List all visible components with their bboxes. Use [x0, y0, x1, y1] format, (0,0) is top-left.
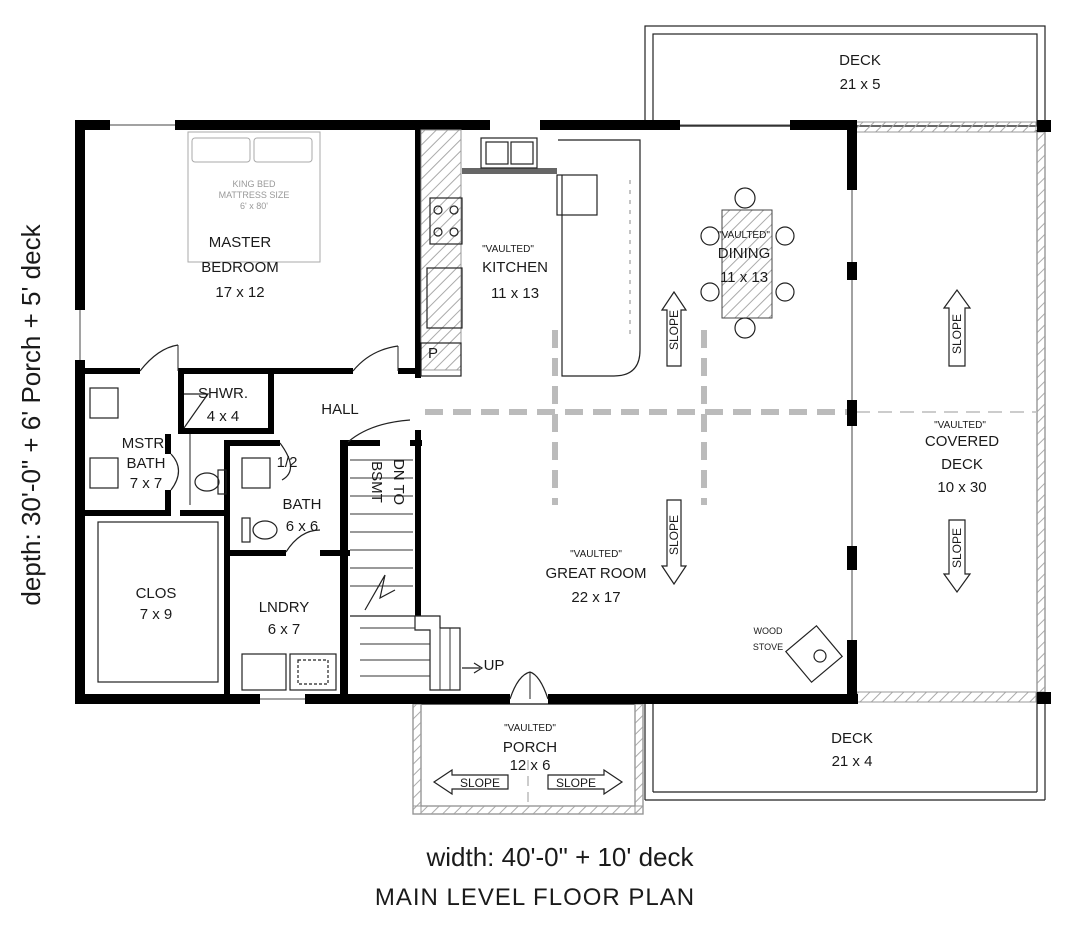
closet-label: CLOS [136, 585, 177, 602]
porch-outline [412, 703, 644, 815]
slope-label-dining: SLOPE [667, 310, 681, 350]
master-bath-label-2: BATH [127, 455, 166, 472]
porch-vaulted: "VAULTED" [504, 723, 556, 734]
kitchen-fixtures [420, 129, 641, 377]
deck-top-size: 21 x 5 [840, 76, 881, 93]
kitchen-vaulted: "VAULTED" [482, 244, 534, 255]
covered-deck-beams [855, 121, 1046, 703]
laundry-size: 6 x 7 [268, 621, 301, 638]
slope-label-great-room: SLOPE [667, 515, 681, 555]
great-room-label: GREAT ROOM [545, 565, 646, 582]
dining-table [700, 187, 795, 339]
closet-size: 7 x 9 [140, 606, 173, 623]
plan-title: MAIN LEVEL FLOOR PLAN [375, 884, 695, 911]
depth-label: depth: 30'-0" + 6' Porch + 5' deck [16, 223, 46, 605]
deck-top-label: DECK [839, 52, 881, 69]
basement-stairs [350, 459, 484, 691]
porch-size: 12 x 6 [510, 757, 551, 774]
wood-stove-label-1: WOOD [754, 626, 783, 636]
bsmt-label: BSMT [368, 461, 385, 503]
dining-vaulted: "VAULTED" [718, 230, 770, 241]
vaulted-beams [425, 330, 847, 505]
slope-label-porch-right: SLOPE [556, 776, 596, 790]
half-bath-size: 6 x 6 [286, 518, 319, 535]
dining-label: DINING [718, 245, 771, 262]
doors [139, 344, 549, 700]
slope-label-covered-deck-bottom: SLOPE [950, 528, 964, 568]
master-bath-label-1: MSTR [122, 435, 165, 452]
shower-size: 4 x 4 [207, 408, 240, 425]
stairs-up-label: UP [484, 657, 505, 674]
great-room-size: 22 x 17 [571, 589, 620, 606]
bed-label-1: KING BED [232, 179, 276, 189]
dn-to-label: DN TO [390, 459, 407, 505]
laundry-appliances [241, 653, 337, 691]
pantry-label: P [428, 345, 438, 362]
king-bed [187, 131, 321, 263]
exterior-walls [75, 120, 1051, 704]
kitchen-size: 11 x 13 [491, 285, 539, 302]
half-bath-label-2: BATH [283, 496, 322, 513]
master-bath-size: 7 x 7 [130, 475, 163, 492]
slope-arrows [432, 288, 972, 796]
bath-fixtures [89, 387, 278, 543]
laundry-label: LNDRY [259, 599, 310, 616]
slope-label-covered-deck-top: SLOPE [950, 314, 964, 354]
wood-stove-label-2: STOVE [753, 642, 783, 652]
bed-label-2: MATTRESS SIZE [219, 190, 290, 200]
porch-label: PORCH [503, 739, 557, 756]
width-label: width: 40'-0" + 10' deck [425, 842, 694, 872]
interior-walls [85, 130, 422, 704]
deck-bottom-label: DECK [831, 730, 873, 747]
great-room-vaulted: "VAULTED" [570, 549, 622, 560]
master-bedroom-size: 17 x 12 [215, 284, 264, 301]
covered-deck-vaulted: "VAULTED" [934, 420, 986, 431]
covered-deck-size: 10 x 30 [937, 479, 986, 496]
covered-deck-label-1: COVERED [925, 433, 999, 450]
wood-stove [784, 624, 844, 684]
deck-bottom-size: 21 x 4 [832, 753, 873, 770]
kitchen-label: KITCHEN [482, 259, 548, 276]
master-bedroom-label-2: BEDROOM [201, 259, 279, 276]
master-bedroom-label-1: MASTER [209, 234, 272, 251]
hall-label: HALL [321, 401, 359, 418]
slope-label-porch-left: SLOPE [460, 776, 500, 790]
shower-label: SHWR. [198, 385, 248, 402]
bed-label-3: 6' x 80' [240, 201, 268, 211]
covered-deck-label-2: DECK [941, 456, 983, 473]
dining-size: 11 x 13 [720, 269, 768, 286]
half-bath-label-1: 1/2 [277, 454, 298, 471]
